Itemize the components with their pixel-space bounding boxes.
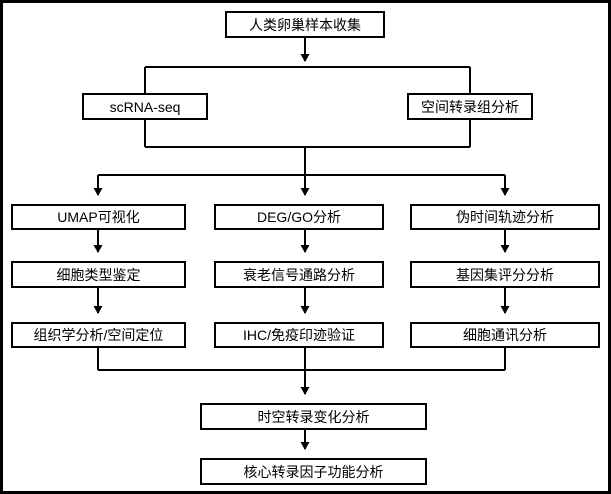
node-sample-collection: 人类卵巢样本收集 (225, 11, 385, 38)
node-label: IHC/免疫印迹验证 (243, 327, 355, 343)
node-label: 细胞通讯分析 (463, 327, 547, 343)
node-ihc-western-validation: IHC/免疫印迹验证 (214, 322, 384, 348)
node-label: 组织学分析/空间定位 (33, 327, 164, 343)
node-senescence-pathway: 衰老信号通路分析 (214, 261, 384, 288)
flow-connectors (93, 38, 510, 450)
node-label: DEG/GO分析 (256, 209, 341, 225)
node-label: 核心转录因子功能分析 (243, 463, 384, 480)
node-label: 基因集评分分析 (456, 266, 554, 283)
node-umap-visualization: UMAP可视化 (11, 204, 186, 230)
node-label: 人类卵巢样本收集 (249, 16, 361, 33)
node-spatiotemporal-transcription: 时空转录变化分析 (200, 403, 427, 430)
node-deg-go-analysis: DEG/GO分析 (214, 204, 384, 230)
node-label: 衰老信号通路分析 (243, 266, 355, 283)
node-pseudotime-trajectory: 伪时间轨迹分析 (410, 204, 600, 230)
node-label: scRNA-seq (109, 98, 181, 115)
node-scrna-seq: scRNA-seq (82, 93, 208, 120)
connector-lines (93, 38, 510, 450)
node-label: 伪时间轨迹分析 (456, 209, 554, 225)
node-cell-communication: 细胞通讯分析 (410, 322, 600, 348)
node-cell-type-identification: 细胞类型鉴定 (11, 261, 186, 288)
node-gene-set-scoring: 基因集评分分析 (410, 261, 600, 288)
node-label: UMAP可视化 (57, 209, 140, 225)
node-spatial-transcriptomics: 空间转录组分析 (407, 93, 533, 120)
node-label: 细胞类型鉴定 (56, 266, 141, 283)
node-label: 时空转录变化分析 (257, 408, 370, 425)
node-core-tf-function: 核心转录因子功能分析 (200, 458, 427, 485)
node-histology-spatial-localization: 组织学分析/空间定位 (11, 322, 186, 348)
node-label: 空间转录组分析 (421, 98, 519, 115)
